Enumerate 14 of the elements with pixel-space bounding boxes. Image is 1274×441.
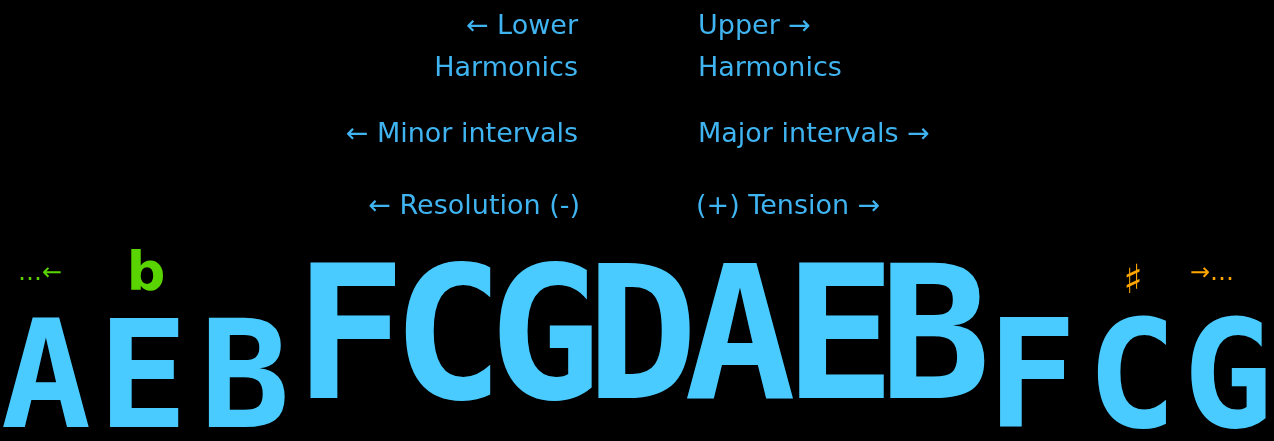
note-letter: C [1085, 300, 1179, 441]
direction-label: Upper → Harmonics [698, 8, 843, 84]
note-letter: F [985, 300, 1079, 441]
note-letter: A [0, 300, 93, 441]
direction-label: ← Lower Harmonics [433, 8, 578, 84]
direction-label: (+) Tension → [696, 188, 882, 222]
direction-label: ← Resolution (-) [367, 188, 580, 222]
note-letter: G [1181, 300, 1274, 441]
direction-label: Major intervals → [698, 116, 931, 150]
sharp-sign: ♯ [1122, 255, 1144, 303]
note-letter: B [198, 300, 292, 441]
sharp-direction-label: →… [1190, 258, 1236, 287]
flat-direction-label: …← [18, 258, 64, 287]
direction-label: ← Minor intervals [344, 116, 578, 150]
